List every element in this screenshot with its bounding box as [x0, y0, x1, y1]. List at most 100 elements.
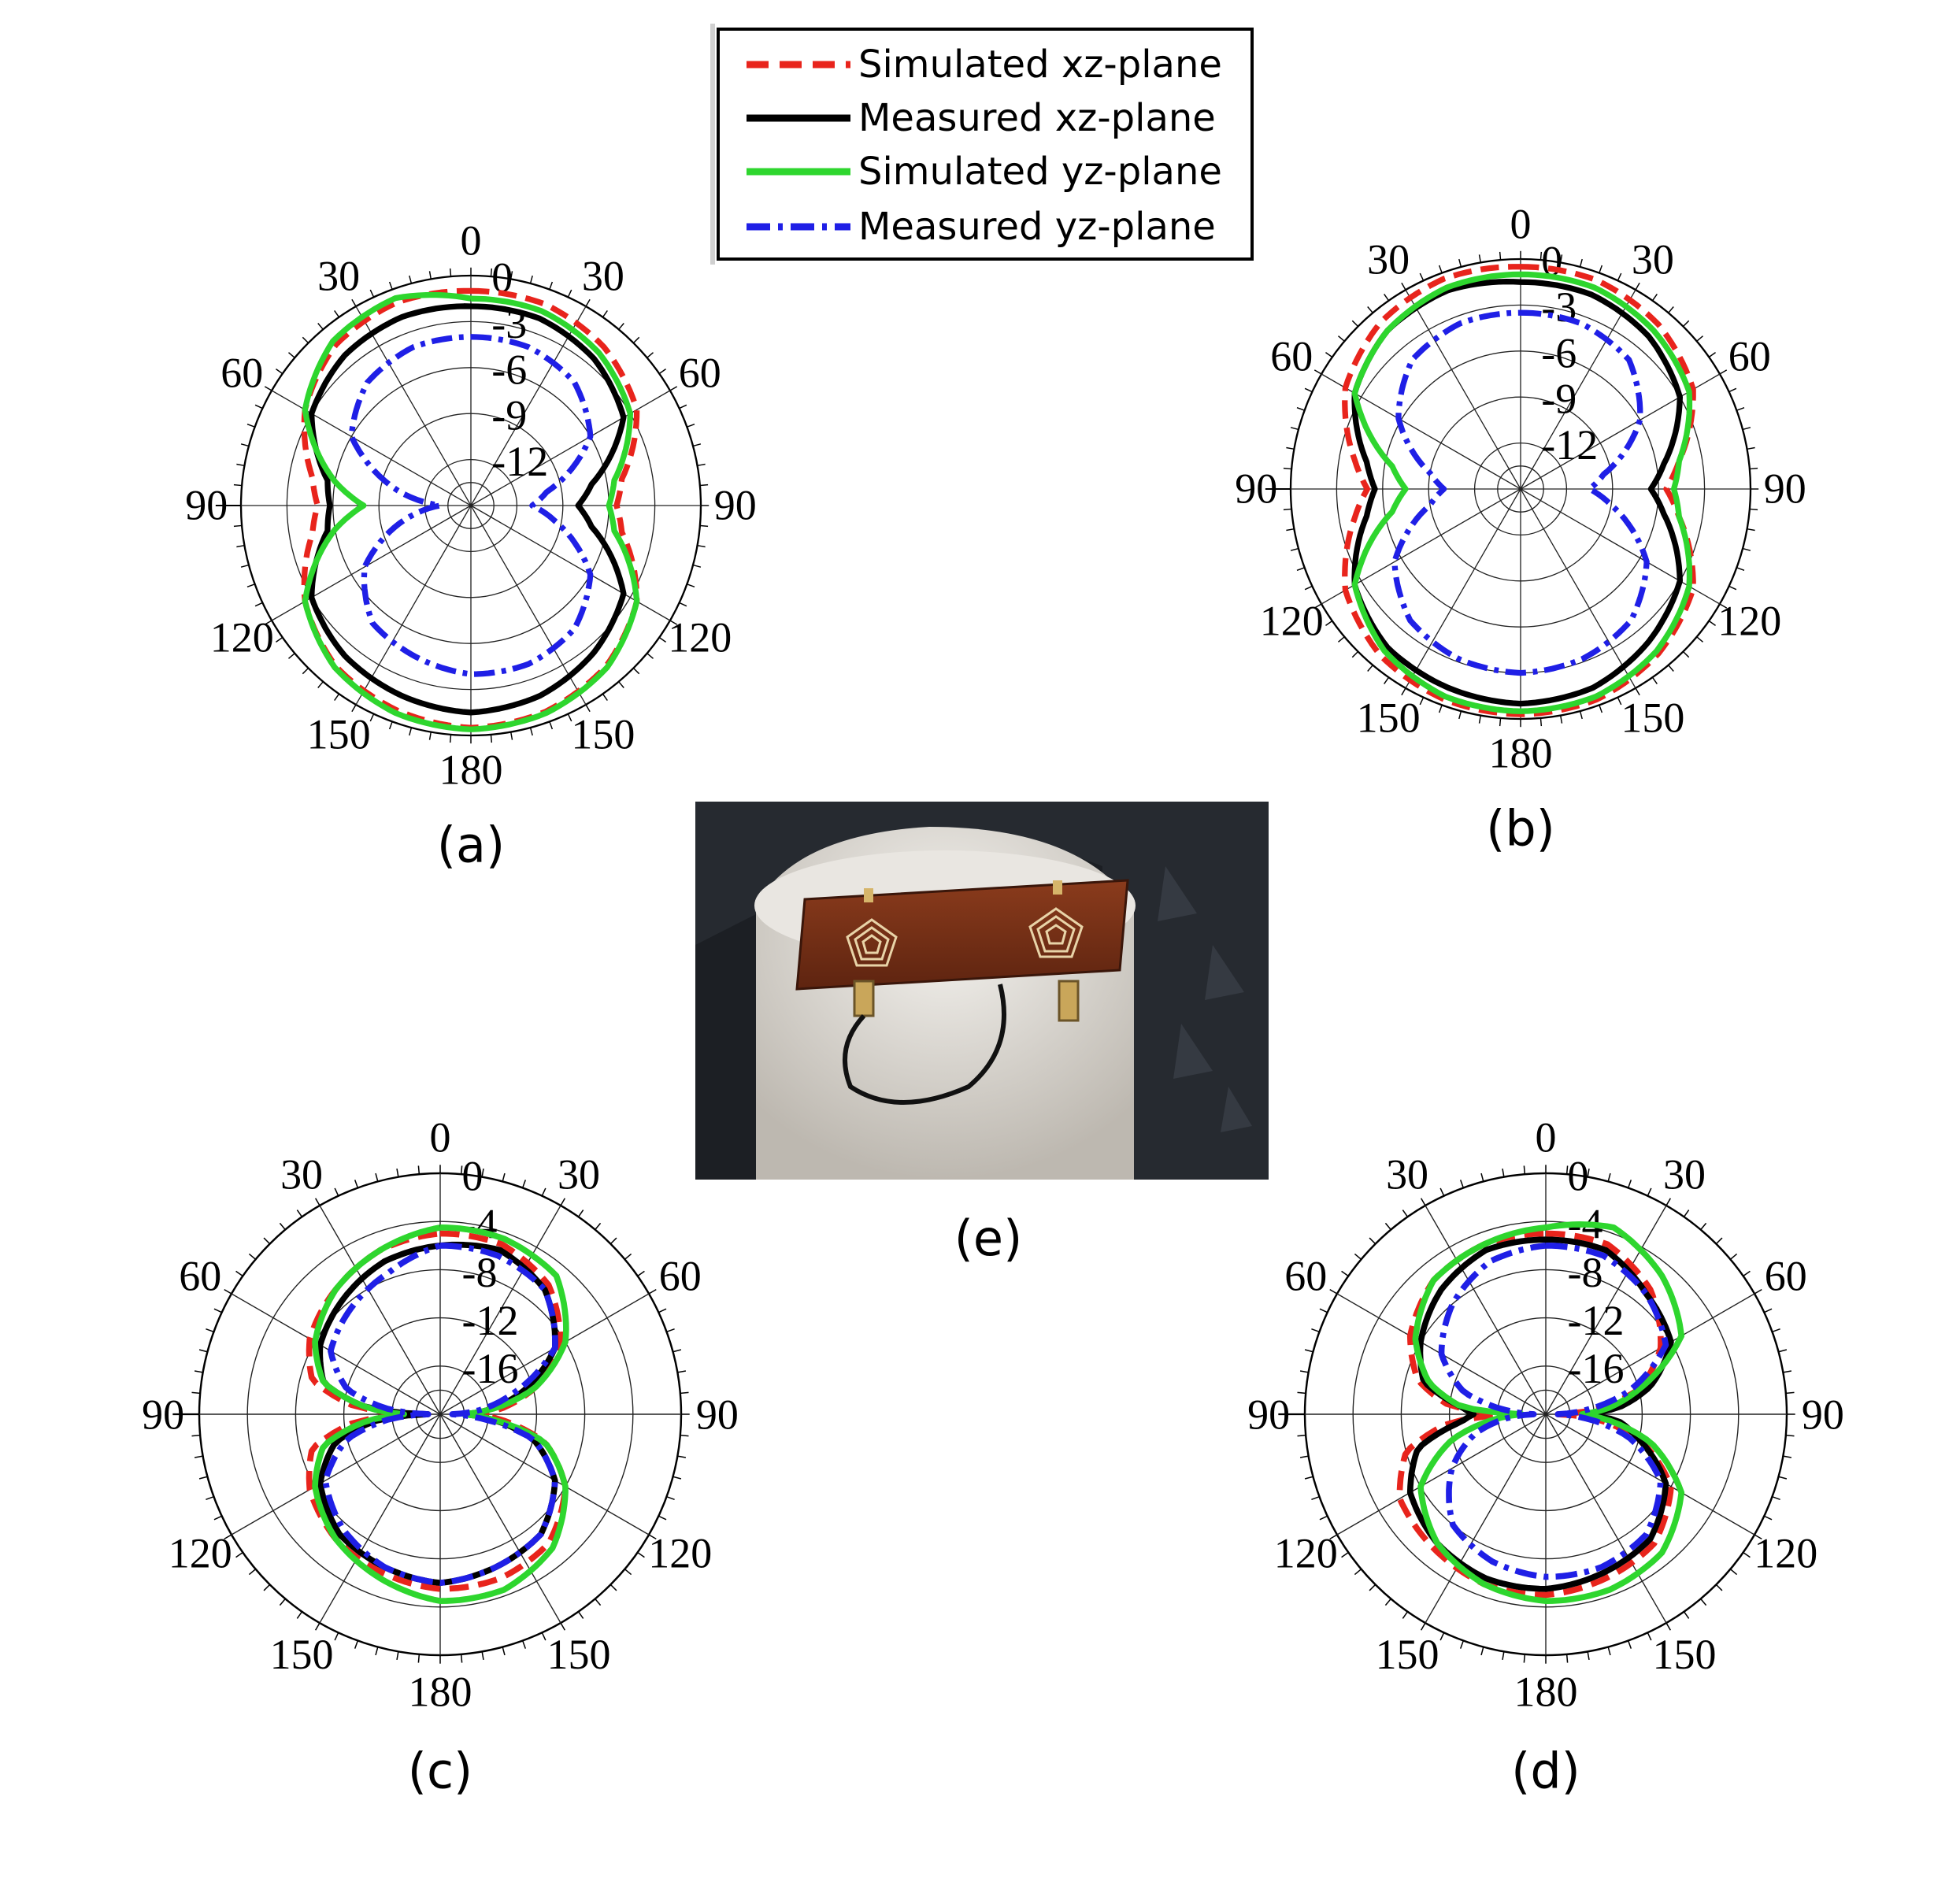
legend: Simulated xz-plane Measured xz-plane Sim…: [710, 24, 1254, 265]
polar-tick-mark: [699, 483, 709, 487]
radial-tick-label: -16: [1568, 1345, 1625, 1392]
polar-tick-mark: [460, 1165, 463, 1175]
polar-tick-mark: [680, 1391, 689, 1395]
polar-tick-mark: [637, 1551, 645, 1558]
legend-item-simulated-yz: Simulated yz-plane: [747, 150, 1222, 194]
polar-tick-mark: [1354, 1253, 1362, 1260]
polar-tick-mark: [609, 1237, 617, 1245]
polar-tick-mark: [699, 524, 709, 528]
polar-spoke: [439, 1413, 561, 1624]
polar-tick-mark: [354, 1180, 359, 1188]
polar-tick-mark: [334, 1187, 339, 1196]
polar-spoke: [231, 1293, 441, 1415]
polar-tick-mark: [1559, 715, 1563, 724]
angle-label: 60: [1270, 333, 1313, 380]
polar-tick-mark: [1338, 636, 1345, 643]
polar-tick-mark: [567, 713, 572, 722]
angle-label: 60: [179, 1252, 221, 1299]
series-curve-simulated-yz-plane: [302, 291, 640, 732]
polar-tick-mark: [1354, 1569, 1362, 1576]
photo-label: (e): [954, 1210, 1023, 1267]
polar-tick-mark: [191, 1434, 201, 1437]
polar-tick-mark: [1313, 369, 1322, 375]
polar-tick-mark: [236, 463, 245, 467]
radial-tick-label: -12: [462, 1297, 519, 1344]
series-curve-measured-xz-plane: [308, 303, 627, 716]
polar-spoke: [470, 505, 587, 706]
series-curve-measured-yz-plane: [348, 334, 594, 677]
polar-tick-mark: [264, 386, 272, 391]
polar-tick-mark: [236, 544, 245, 548]
polar-tick-mark: [213, 1308, 222, 1313]
polar-tick-mark: [1351, 320, 1359, 328]
polar-tick-mark: [369, 713, 375, 722]
polar-tick-mark: [502, 1172, 506, 1182]
polar-tick-mark: [595, 1222, 602, 1231]
polar-tick-mark: [235, 1270, 243, 1277]
angle-label: 120: [1260, 597, 1324, 644]
polar-tick-mark: [1459, 1180, 1465, 1188]
polar-tick-mark: [288, 653, 295, 659]
polar-tick-mark: [449, 734, 452, 743]
polar-spoke: [439, 1413, 650, 1536]
polar-tick-mark: [248, 1253, 257, 1260]
polar-tick-mark: [1311, 1328, 1320, 1333]
angle-label: 90: [1764, 465, 1806, 513]
angle-label: 120: [169, 1529, 232, 1576]
polar-tick-mark: [1719, 603, 1728, 609]
polar-tick-mark: [567, 289, 572, 298]
series-curve-measured-yz-plane: [322, 1242, 558, 1587]
polar-tick-mark: [1286, 528, 1295, 532]
angle-label: 90: [185, 482, 228, 529]
polar-tick-mark: [213, 1515, 222, 1521]
polar-tick-mark: [246, 583, 255, 588]
angle-label: 120: [668, 613, 732, 661]
polar-tick-mark: [296, 1210, 303, 1217]
series-curve-simulated-xz-plane: [1396, 1230, 1674, 1598]
polar-tick-mark: [1696, 335, 1703, 342]
polar-tick-mark: [254, 602, 263, 607]
polar-tick-mark: [1579, 710, 1583, 720]
polar-tick-mark: [672, 1349, 682, 1353]
polar-tick-mark: [1700, 1598, 1707, 1606]
polar-tick-mark: [354, 1640, 359, 1649]
polar-tick-mark: [658, 369, 666, 375]
polar-tick-mark: [375, 1172, 379, 1182]
polar-tick-mark: [677, 1455, 687, 1458]
polar-tick-mark: [1651, 294, 1658, 302]
polar-tick-mark: [1785, 1434, 1795, 1437]
polar-spoke: [271, 505, 472, 621]
polar-tick-mark: [1304, 387, 1313, 393]
angle-label: 60: [1765, 1252, 1807, 1299]
polar-tick-mark: [417, 1165, 421, 1175]
legend-item-measured-yz: Measured yz-plane: [747, 205, 1216, 249]
polar-tick-mark: [263, 1237, 271, 1245]
polar-tick-mark: [240, 443, 250, 447]
polar-tick-mark: [1627, 1640, 1632, 1649]
panel-label: (c): [408, 1742, 472, 1799]
polar-tick-mark: [351, 298, 357, 307]
polar-tick-mark: [1665, 1198, 1672, 1206]
angle-label: 60: [1284, 1252, 1327, 1299]
antenna-photo: [695, 802, 1269, 1180]
polar-tick-mark: [276, 369, 283, 375]
angle-label: 150: [1652, 1631, 1716, 1678]
polar-tick-mark: [1480, 1172, 1484, 1182]
polar-tick-mark: [276, 636, 283, 643]
polar-spoke: [470, 505, 671, 621]
polar-tick-mark: [302, 667, 309, 675]
polar-tick-mark: [191, 1391, 201, 1395]
polar-tick-mark: [1299, 1455, 1309, 1458]
polar-tick-mark: [618, 323, 624, 330]
polar-tick-mark: [449, 268, 452, 277]
polar-tick-mark: [677, 1370, 687, 1373]
series-curve-simulated-yz-plane: [1412, 1221, 1685, 1604]
angle-label: 90: [1802, 1391, 1844, 1438]
polar-tick-mark: [1384, 676, 1390, 684]
polar-tick-mark: [647, 653, 654, 659]
angle-label: 90: [714, 482, 757, 529]
polar-tick-mark: [1338, 335, 1345, 342]
polar-tick-mark: [1683, 1210, 1690, 1217]
polar-tick-mark: [302, 336, 309, 344]
polar-tick-mark: [254, 404, 263, 409]
